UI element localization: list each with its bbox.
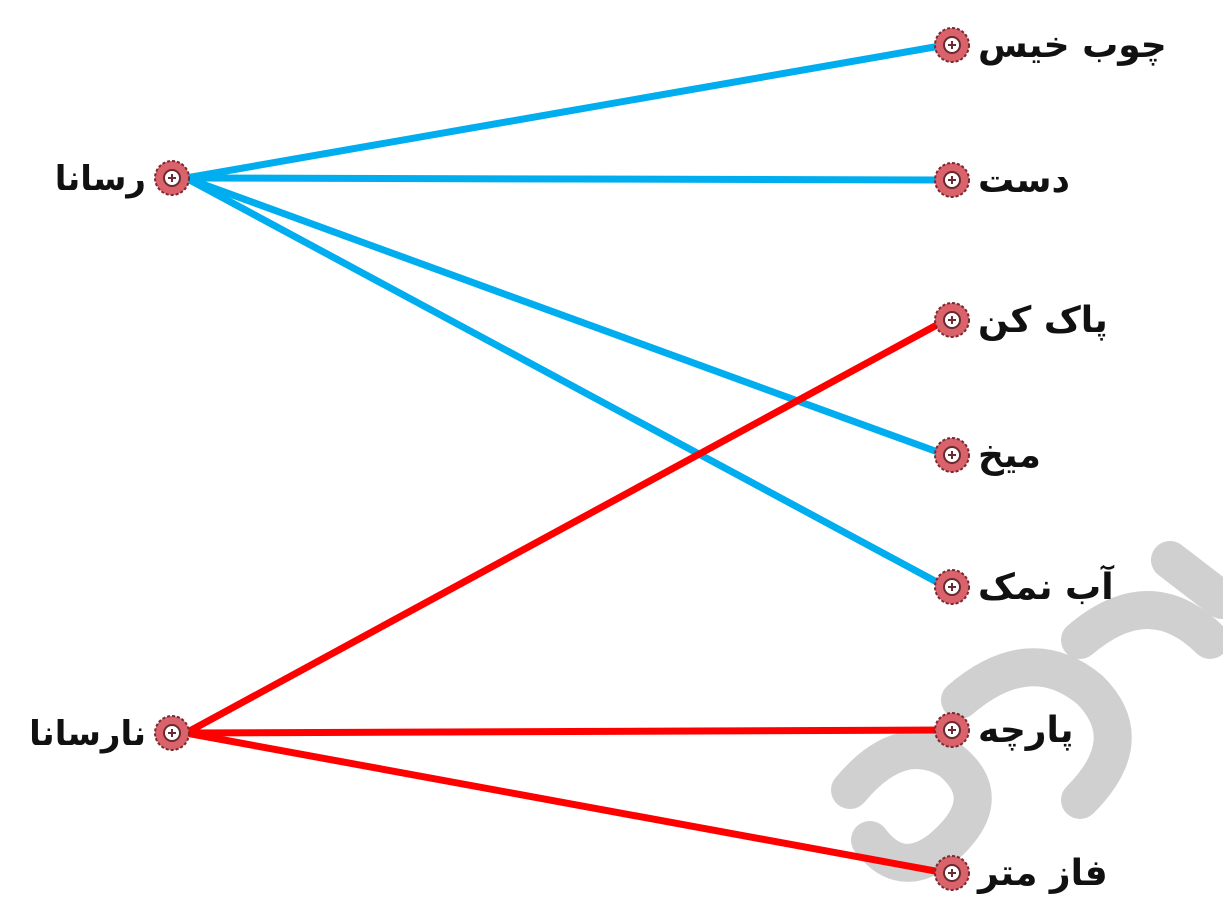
watermark-stroke <box>1061 591 1223 659</box>
connector-dot-icon[interactable] <box>934 569 970 605</box>
connection-line-conductor-hand <box>182 174 950 184</box>
right-label-salt_water: آب نمک <box>978 564 1115 608</box>
connection-lines <box>182 41 950 877</box>
right-label-tape_measure: فاز متر <box>976 853 1108 894</box>
connector-dot-icon[interactable] <box>154 715 190 751</box>
right-label-wet_wood: چوب خیس <box>978 25 1167 66</box>
connector-dot-icon[interactable] <box>934 27 970 63</box>
right-label-hand: دست <box>978 160 1070 201</box>
connector-dot-icon[interactable] <box>934 712 970 748</box>
watermark-stroke <box>831 731 992 882</box>
connection-line-insulator-cloth <box>182 726 950 737</box>
right-label-eraser: پاک کن <box>978 300 1108 341</box>
connection-line-insulator-eraser <box>182 316 950 737</box>
connector-dot-icon[interactable] <box>934 302 970 338</box>
watermark-stroke <box>941 648 1132 819</box>
left-label-insulator: نارسانا <box>29 714 146 754</box>
connection-line-conductor-nail <box>182 174 950 459</box>
connector-dot-icon[interactable] <box>934 437 970 473</box>
watermark-stroke <box>1151 541 1223 619</box>
left-label-conductor: رسانا <box>55 159 146 199</box>
connection-line-conductor-salt_water <box>182 174 950 591</box>
right-label-nail: میخ <box>978 435 1041 476</box>
connector-dot-icon[interactable] <box>934 162 970 198</box>
connection-line-insulator-tape_measure <box>182 729 950 877</box>
right-label-cloth: پارچه <box>978 710 1074 751</box>
connector-dot-icon[interactable] <box>154 160 190 196</box>
right-column: چوب خیس دست پاک کن میخ آب نمک پارچه فاز متر <box>934 25 1167 894</box>
left-column: رسانا نارسانا <box>29 159 190 754</box>
connection-line-conductor-wet_wood <box>182 41 950 182</box>
connector-dot-icon[interactable] <box>934 855 970 891</box>
